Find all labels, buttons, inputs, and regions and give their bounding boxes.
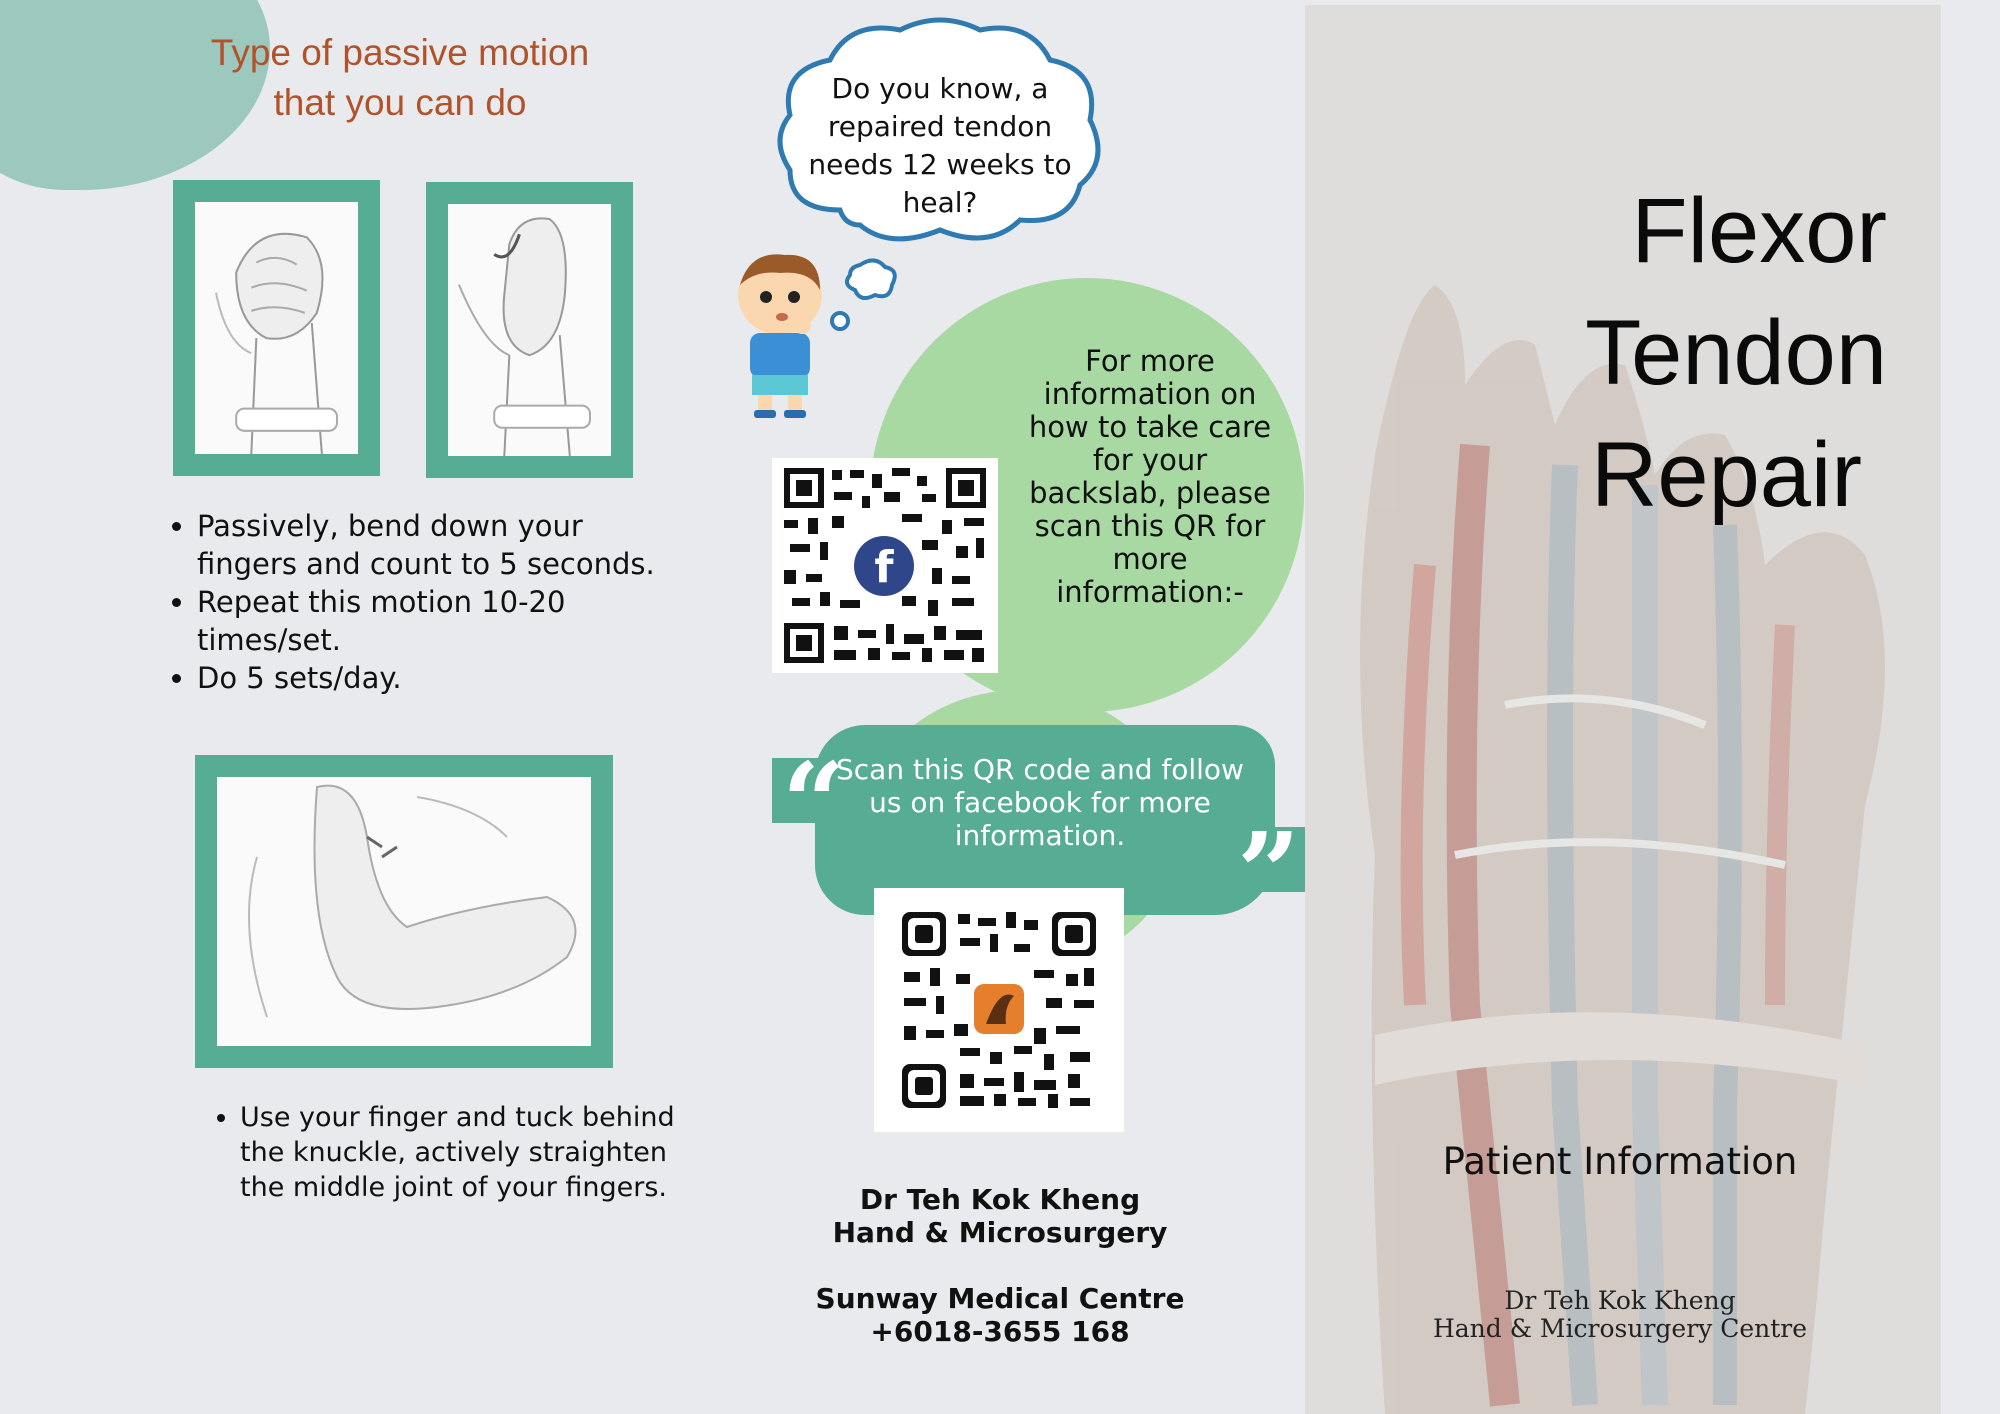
heading-line-2: that you can do xyxy=(273,82,527,123)
backslab-info-text: For more information on how to take care… xyxy=(1028,344,1272,609)
list-item: Repeat this motion 10-20 times/set. xyxy=(197,583,657,659)
section-heading: Type of passive motion that you can do xyxy=(150,28,650,128)
qr-code-pattern xyxy=(902,912,1096,1108)
qr-code-backslab[interactable]: f xyxy=(772,458,998,673)
doctor-specialty: Hand & Microsurgery xyxy=(832,1216,1168,1249)
list-item: Do 5 sets/day. xyxy=(197,659,657,697)
title-line-2: Tendon xyxy=(1585,302,1887,404)
exercise-image-fist xyxy=(173,180,380,476)
hand-fist-illustration xyxy=(195,202,358,454)
list-item: Use your finger and tuck behind the knuc… xyxy=(240,1100,680,1205)
thinking-boy-icon xyxy=(738,254,822,418)
qr-code-facebook[interactable] xyxy=(874,888,1124,1132)
close-quote-icon: ” xyxy=(1237,808,1301,937)
thought-dots-icon xyxy=(830,258,897,331)
list-item: Passively, bend down your fingers and co… xyxy=(197,507,657,583)
phone-number: +6018-3655 168 xyxy=(870,1315,1130,1348)
footer-centre: Hand & Microsurgery Centre xyxy=(1432,1314,1808,1343)
svg-text:f: f xyxy=(874,542,894,593)
heading-line-1: Type of passive motion xyxy=(210,32,590,73)
footer-doctor: Dr Teh Kok Kheng xyxy=(1504,1286,1736,1315)
thought-bubble-icon xyxy=(777,17,1101,242)
quote-tab-left xyxy=(772,758,847,823)
qr-code-pattern: f xyxy=(784,468,986,663)
hand-tuck-illustration xyxy=(217,777,591,1046)
facebook-icon xyxy=(854,536,914,596)
cover-title: Flexor Tendon Repair xyxy=(1287,170,1887,536)
title-line-1: Flexor xyxy=(1631,180,1887,282)
title-line-3: Repair xyxy=(1590,424,1862,526)
hospital-name: Sunway Medical Centre xyxy=(815,1282,1185,1315)
exercise-image-tuck xyxy=(195,755,613,1068)
cover-subtitle: Patient Information xyxy=(1442,1140,1798,1183)
facebook-quote-text: Scan this QR code and follow us on faceb… xyxy=(836,753,1244,852)
quote-tab-right xyxy=(1232,827,1317,892)
hand-anatomy-illustration xyxy=(1360,285,1885,1414)
open-quote-icon: “ xyxy=(782,738,846,867)
contact-block: Dr Teh Kok Kheng Hand & Microsurgery Sun… xyxy=(770,1183,1230,1348)
facebook-quote-banner xyxy=(815,725,1275,915)
hand-open-illustration xyxy=(448,204,611,456)
thought-bubble-text: Do you know, a repaired tendon needs 12 … xyxy=(808,72,1072,219)
exercise-image-open-hand xyxy=(426,182,633,478)
instructions-list-bottom: Use your finger and tuck behind the knuc… xyxy=(210,1100,680,1205)
instructions-list-top: Passively, bend down your fingers and co… xyxy=(167,507,657,697)
cover-panel xyxy=(1305,5,1941,1414)
doctor-name: Dr Teh Kok Kheng xyxy=(859,1183,1141,1216)
cover-footer: Dr Teh Kok Kheng Hand & Microsurgery Cen… xyxy=(1370,1287,1870,1343)
